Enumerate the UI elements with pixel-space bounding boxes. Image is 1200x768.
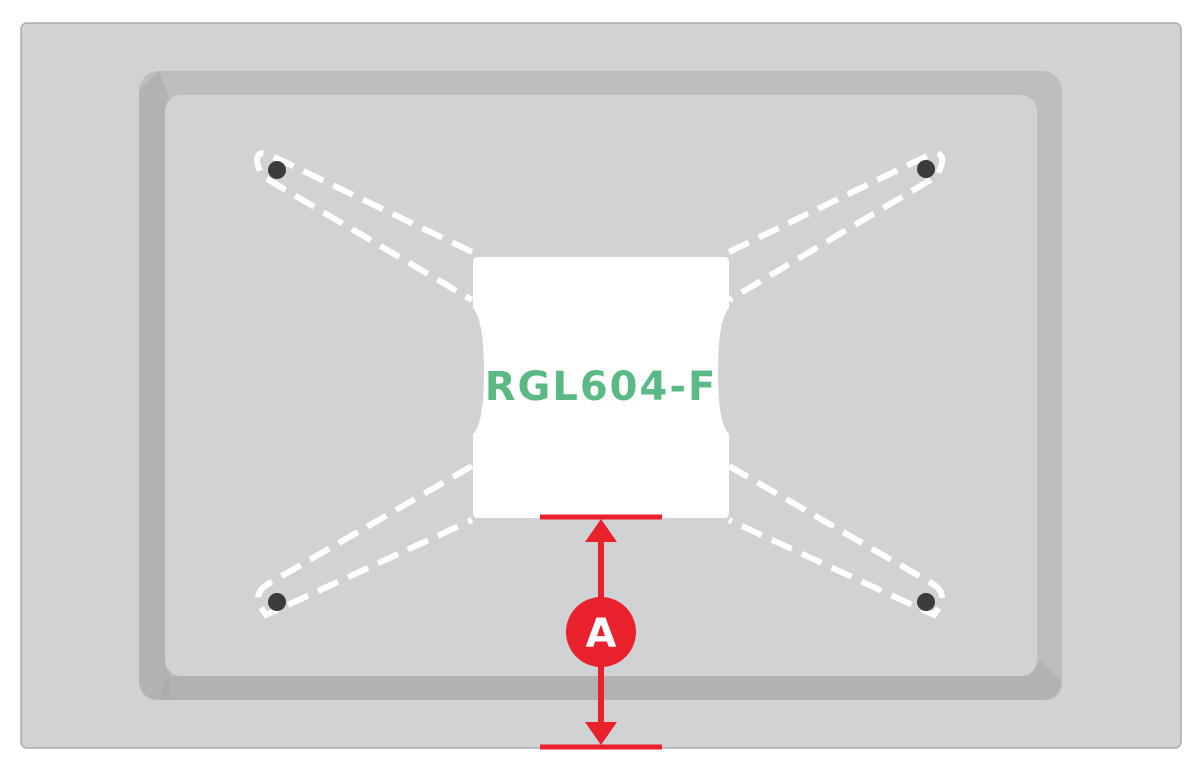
mounting-plate — [473, 257, 729, 518]
dimension-marker-label: A — [586, 611, 617, 657]
dimension-indicator: A — [540, 514, 662, 750]
recess-shadow-left — [139, 71, 170, 700]
arm-bottom-left — [255, 463, 474, 619]
recess-shadow-bottom — [160, 660, 1062, 700]
screw-hole-top-left — [268, 161, 286, 179]
arrowhead-down-icon — [585, 722, 617, 745]
screw-hole-bottom-left — [268, 593, 286, 611]
screw-holes — [268, 160, 935, 611]
arrowhead-up-icon — [585, 519, 617, 542]
arm-bottom-right — [727, 463, 945, 619]
screw-hole-bottom-right — [917, 593, 935, 611]
dimension-marker-circle — [566, 597, 636, 667]
arm-top-right — [727, 150, 946, 303]
bracket-arms — [254, 150, 946, 619]
arm-top-left — [254, 150, 474, 303]
plate-label: RGL604-F — [485, 364, 718, 410]
screw-hole-top-right — [917, 160, 935, 178]
